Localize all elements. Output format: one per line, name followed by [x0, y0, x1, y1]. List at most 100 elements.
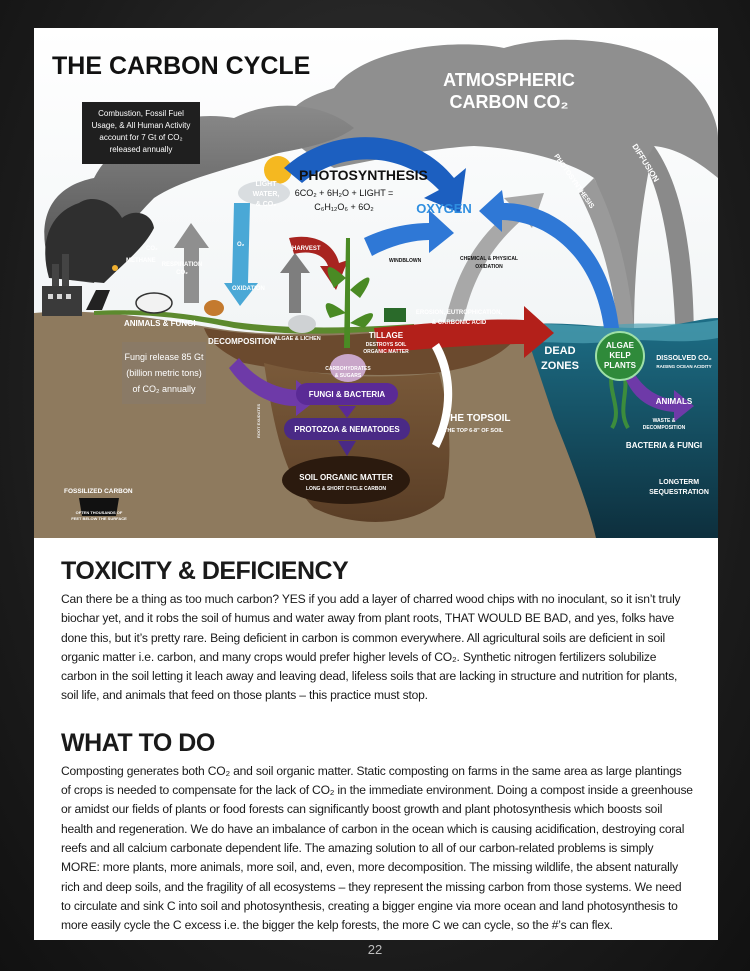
- erosion-label: & CARBONIC ACID: [432, 320, 487, 326]
- atmospheric-label: CARBON CO₂: [450, 92, 569, 112]
- decomposition-arrow-shape: [229, 358, 319, 416]
- section-heading: WHAT TO DO: [61, 728, 215, 757]
- co2-label: CO₂: [146, 246, 158, 252]
- tillage-label: DESTROYS SOIL: [366, 342, 407, 348]
- animals-label: ANIMALS: [656, 397, 693, 406]
- animals-fungi-label: ANIMALS & FUNGI: [124, 319, 196, 328]
- root-bulb-icon: [330, 354, 366, 382]
- human-activity-box: [82, 102, 200, 164]
- flame-icon: [112, 265, 118, 271]
- down-arrow-1: [338, 406, 356, 418]
- light-water-label: & CO₂: [256, 201, 277, 208]
- page-number: 22: [367, 942, 383, 957]
- oxidation-arrow-shape: [280, 253, 310, 313]
- chicken-icon: [204, 300, 224, 316]
- fungi-bacteria-box: [296, 383, 398, 405]
- photosynthesis-blue-arrow-shape: [284, 137, 466, 213]
- light-water-label: WATER,: [253, 191, 280, 198]
- decomposition-label: DECOMPOSITION: [208, 337, 276, 346]
- down-arrow-2: [338, 441, 356, 456]
- factory-building: [42, 286, 82, 316]
- black-smoke-shape: [45, 198, 154, 283]
- atmospheric-label: ATMOSPHERIC: [443, 70, 575, 90]
- algae-lichen-label: ALGAE & LICHEN: [274, 336, 321, 342]
- methane-label: METHANE: [126, 258, 156, 264]
- carbohydrates-label: CARBOHYDRATES: [325, 366, 371, 372]
- tillage-label: ORGANIC MATTER: [363, 349, 409, 355]
- algae-kelp-label: KELP: [609, 351, 631, 360]
- photosynthesis-equation: 6CO₂ + 6H₂O + LIGHT =: [295, 188, 394, 198]
- algae-kelp-label: PLANTS: [604, 361, 637, 370]
- longterm-label: SEQUESTRATION: [649, 489, 709, 496]
- fungi-release-text: of CO₂ annually: [132, 384, 196, 394]
- algae-kelp-circle: [595, 331, 645, 381]
- protozoa-nematodes-box: [284, 418, 410, 440]
- fossilized-carbon-label: FOSSILIZED CARBON: [64, 488, 133, 495]
- factory-window: [66, 294, 71, 299]
- oxygen-blue-arrow-shape: [364, 210, 454, 256]
- harvest-label: HARVEST: [292, 246, 321, 252]
- chemical-physical-label: OXIDATION: [475, 264, 503, 270]
- protozoa-nematodes-label: PROTOZOA & NEMATODES: [294, 425, 400, 434]
- respiration-arrow-shape: [174, 223, 209, 303]
- chimney-right: [62, 254, 69, 314]
- cow-icon: [135, 292, 173, 314]
- chemical-physical-label: CHEMICAL & PHYSICAL: [460, 256, 518, 262]
- ocean-animals-arrow-shape: [626, 373, 694, 422]
- factory-window: [48, 294, 53, 299]
- waste-decomposition-label: DECOMPOSITION: [643, 425, 686, 431]
- topsoil-bracket-shape: [432, 343, 453, 448]
- soil-organic-matter-blob: [282, 456, 410, 504]
- root-exudates-label: ROOT EXUDATES: [256, 404, 261, 438]
- carbon-cycle-diagram: THE CARBON CYCLE ATMOSPHERIC CARBON CO₂ …: [34, 28, 718, 538]
- corn-plant-icon: [325, 238, 374, 348]
- section-heading: TOXICITY & DEFICIENCY: [61, 557, 349, 585]
- diagram-title: THE CARBON CYCLE: [52, 52, 310, 80]
- carbohydrates-label: & SUGARS: [335, 373, 362, 379]
- small-cloud-icon: [238, 181, 290, 205]
- windblown-label: WINDBLOWN: [389, 258, 422, 264]
- factory-window: [57, 294, 62, 299]
- fungi-release-text: Fungi release 85 Gt: [124, 352, 204, 362]
- light-water-label: LIGHT: [256, 181, 278, 188]
- oxidation-label: OXIDATION: [232, 286, 265, 292]
- dead-zones-label: ZONES: [541, 360, 579, 372]
- topsoil-label: THE TOPSOIL: [444, 413, 511, 424]
- article-text: TOXICITY & DEFICIENCY Can there be a thin…: [61, 556, 693, 957]
- dead-zones-label: DEAD: [544, 345, 575, 357]
- chemical-oxidation-arrow-shape: [444, 193, 544, 328]
- section-body: Composting generates both CO₂ and soil o…: [61, 763, 693, 933]
- tillage-label: TILLAGE: [369, 331, 404, 340]
- oxygen-label: OXYGEN: [416, 201, 472, 216]
- sun-icon: [264, 156, 292, 184]
- photosynthesis-title: PHOTOSYNTHESIS: [299, 167, 428, 183]
- section-body: Can there be a thing as too much carbon?…: [61, 592, 681, 703]
- topsoil-label: THE TOP 6-8" OF SOIL: [444, 428, 504, 434]
- waste-decomposition-label: WASTE &: [653, 418, 676, 424]
- algae-kelp-label: ALGAE: [606, 341, 635, 350]
- erosion-arrow-shape: [374, 306, 554, 358]
- fungi-bacteria-label: FUNGI & BACTERIA: [309, 390, 386, 399]
- page-sheet: THE CARBON CYCLE ATMOSPHERIC CARBON CO₂ …: [34, 28, 718, 940]
- photosynthesis-down-arrow-shape: [579, 178, 646, 358]
- atmospheric-cloud-shape: [286, 39, 718, 328]
- bacteria-fungi-label: BACTERIA & FUNGI: [626, 441, 702, 450]
- diffusion-arrow-shape: [644, 146, 709, 378]
- oil-pump-icon: [86, 290, 110, 310]
- fossil-depth-label: FEET BELOW THE SURFACE: [71, 516, 127, 521]
- fossil-carbon-shape: [79, 498, 119, 516]
- dissolved-co2-label: RAISING OCEAN ACIDITY: [656, 364, 711, 369]
- rock-icon: [288, 315, 316, 333]
- erosion-label: EROSION, EUTROPHICATION,: [416, 310, 503, 316]
- grass-shape: [94, 310, 414, 334]
- soil-organic-matter-label: SOIL ORGANIC MATTER: [299, 473, 393, 482]
- dissolved-co2-label: DISSOLVED CO₂: [656, 355, 712, 362]
- human-activity-text: account for 7 Gt of CO₂: [99, 133, 182, 142]
- longterm-label: LONGTERM: [659, 479, 699, 486]
- fossil-depth-label: OFTEN THOUSANDS OF: [76, 510, 123, 515]
- human-activity-text: Combustion, Fossil Fuel: [98, 109, 184, 118]
- fungi-release-box: [122, 342, 206, 404]
- respiration-label: RESPIRATION: [162, 262, 203, 268]
- ocean-shape: [504, 318, 718, 538]
- human-activity-text: released annually: [110, 145, 173, 154]
